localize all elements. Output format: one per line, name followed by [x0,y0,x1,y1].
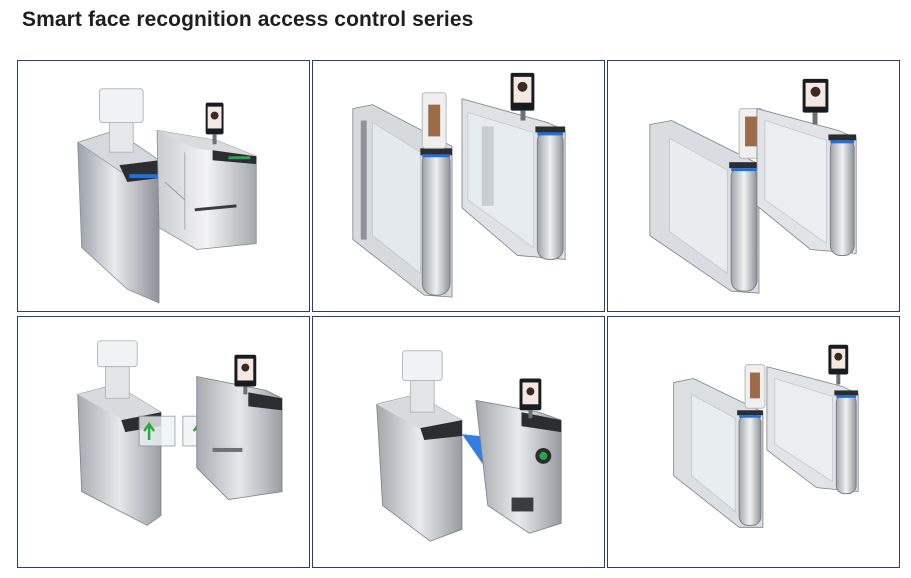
product-card-2[interactable] [312,60,605,312]
page-title: Smart face recognition access control se… [22,8,474,31]
slim-speed-gate-icon [673,344,859,528]
product-card-5[interactable] [312,316,605,568]
product-card-1[interactable] [17,60,310,312]
product-grid [17,60,900,568]
swing-barrier-green-arrow-icon [77,340,283,526]
flap-barrier-turnstile-icon [77,88,257,304]
product-card-3[interactable] [607,60,900,312]
speed-gate-turnstile-icon [649,78,857,294]
product-card-4[interactable] [17,316,310,568]
swing-gate-turnstile-icon [352,72,566,298]
product-card-6[interactable] [607,316,900,568]
flap-barrier-blue-wings-icon [376,350,562,542]
